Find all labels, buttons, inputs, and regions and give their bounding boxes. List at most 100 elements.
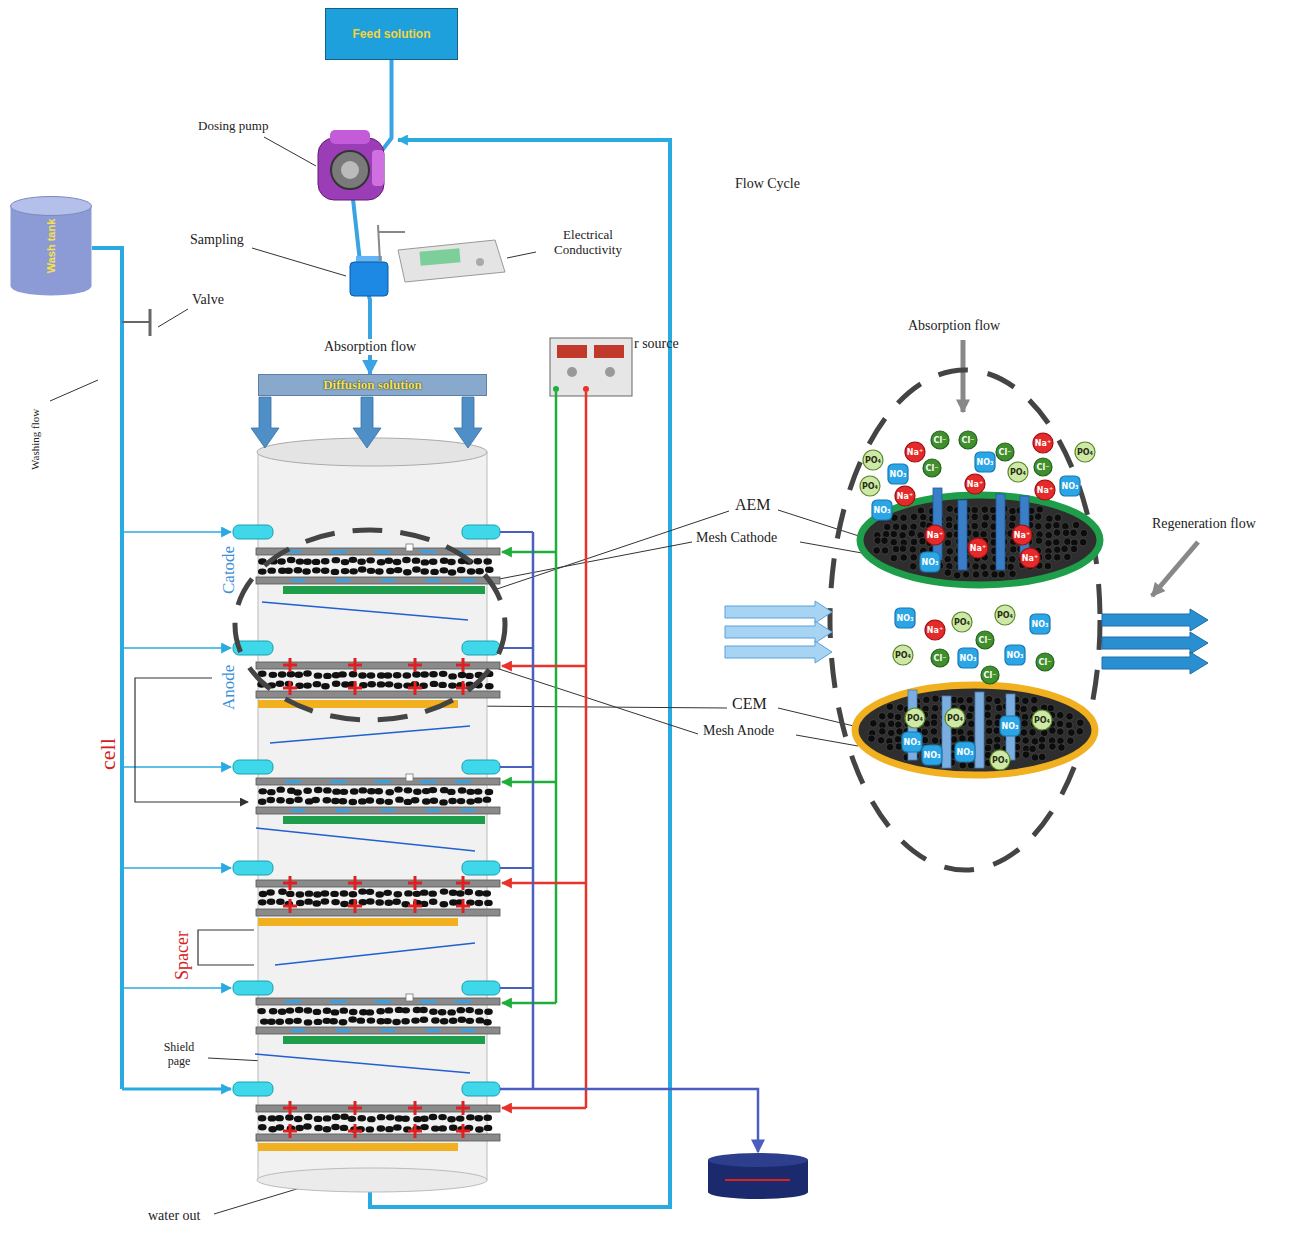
carbon-bead [438,682,447,688]
carbon-bead [981,506,989,514]
cathode-mark [381,809,395,812]
carbon-bead [1022,751,1030,759]
tank-body [11,206,92,286]
carbon-bead [385,789,394,795]
carbon-bead [440,1018,449,1024]
node-text: Cl⁻ [979,636,992,645]
carbon-bead [1029,745,1037,753]
carbon-bead [1022,697,1030,705]
carbon-bead [323,787,332,793]
carbon-bead [995,704,1003,712]
cem-membrane [855,685,1095,775]
node-text: Cl⁻ [926,464,939,473]
cathode-mark [420,550,436,553]
detail-ring [830,370,1100,870]
ion-shape [895,486,915,506]
carbon-bead [894,713,902,721]
carbon-bead [1061,545,1069,553]
carbon-bead [1045,539,1053,547]
carbon-bead [375,891,384,897]
carbon-bead [1052,538,1060,546]
carbon-bead [439,799,448,805]
carbon-bead [1034,513,1042,521]
valve-stem [122,321,150,323]
ion-shape [895,608,915,628]
carbon-bead [868,735,876,743]
carbon-bead [413,891,422,897]
carbon-bead [266,797,275,803]
carbon-bead [1054,546,1062,554]
carbon-bead [269,1008,278,1014]
carbon-bead [984,704,992,712]
phosphate-ion: PO₄ [904,707,926,729]
carbon-bead [1079,538,1087,546]
node-text: NO₃ [1032,620,1049,629]
node-text: Na⁺ [897,492,913,501]
electrode-stack [233,525,500,1151]
carbon-bead [350,788,359,794]
sodium-ion: Na⁺ [1019,547,1041,569]
carbon-bead [294,796,303,802]
node-text: Na⁺ [1035,439,1051,448]
carbon-bead [440,888,449,894]
carbon-bead [1009,570,1017,578]
chloride-ion: Cl⁻ [958,430,978,450]
carbon-bead [476,1017,485,1023]
carbon-bead [420,889,429,895]
anode-plus [289,876,292,890]
carbon-bead [890,530,898,538]
anode-plus [414,1124,417,1138]
carbon-bead [962,571,970,579]
carbon-bead [890,538,898,546]
ion-shape [975,452,995,472]
nitrate-ion: NO₃ [974,451,996,473]
carbon-bead [377,559,386,565]
carbon-bead [267,1019,276,1025]
carbon-bead [276,899,285,905]
ion-shape [952,612,972,632]
carbon-bead [484,1125,493,1131]
carbon-bead [1020,729,1028,737]
ion-shape [1032,710,1052,730]
sodium-ion: Na⁺ [924,619,946,641]
carbon-bead [982,570,990,578]
carbon-bead [393,672,402,678]
outlet-port [462,641,500,655]
anode-plus [289,681,292,695]
carbon-bead [429,1009,438,1015]
carbon-bead [874,537,882,545]
phosphate-ion: PO₄ [989,749,1011,771]
carbon-bead [457,567,466,573]
carbon-bead [910,513,918,521]
carbon-beads [873,505,1088,579]
carbon-bead [484,1009,493,1015]
carbon-bead [340,1114,349,1120]
carbon-bead [268,1115,277,1121]
carbon-bead [899,531,907,539]
carbon-bead [376,1008,385,1014]
carbon-bead [429,787,438,793]
carbon-bead [877,736,885,744]
node-text: Diffusion solution [323,377,422,393]
carbon-bead [384,672,393,678]
carbon-bead [358,798,367,804]
anode-plus [414,1101,417,1115]
carbon-bead [286,1007,295,1013]
collection-tank [708,1153,808,1199]
carbon-bead [404,890,413,896]
carbon-bead [302,568,311,574]
carbon-bead [993,736,1001,744]
text-label: Sampling [190,232,244,248]
carbon-bead [1022,737,1030,745]
carbon-bead [339,1019,348,1025]
carbon-bead [1076,719,1084,727]
carbon-bead [1054,514,1062,522]
regeneration-arrow [1152,542,1198,596]
carbon-bead [1034,522,1042,530]
node-text: Na⁺ [1037,486,1053,495]
carbon-bead [1049,743,1057,751]
carbon-bead [331,1009,340,1015]
carbon-bead [366,889,375,895]
carbon-bead [401,1007,410,1013]
anode-plus [462,681,465,695]
